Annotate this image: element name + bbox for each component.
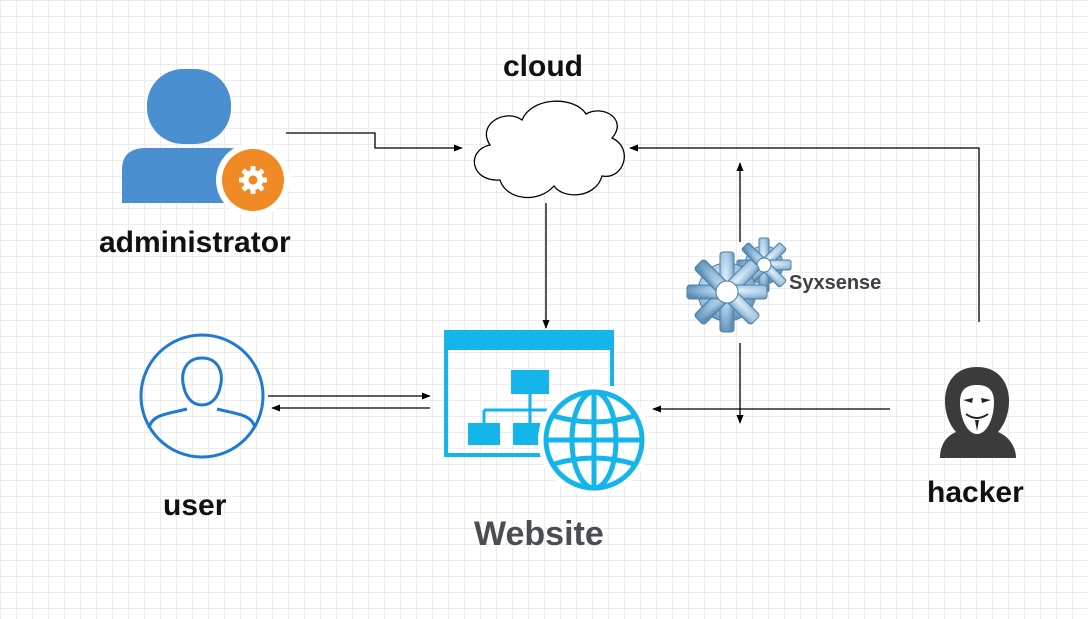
connectors [268,132,980,424]
website-label: Website [474,515,604,553]
arrow-admin-to-cloud [286,132,463,152]
admin-user-gear-icon [122,69,290,217]
cloud-label: cloud [503,50,583,83]
administrator-label: administrator [99,226,291,259]
cloud-icon [473,100,625,199]
user-label: user [163,489,227,522]
website-sitemap-globe-icon [444,330,650,496]
gears-icon [686,237,792,333]
hacker-mask-icon [940,367,1016,458]
syxsense-label: Syxsense [789,272,882,294]
hacker-label: hacker [927,476,1024,509]
arrow-hacker-to-cloud [629,144,980,322]
user-circle-icon [139,333,265,459]
